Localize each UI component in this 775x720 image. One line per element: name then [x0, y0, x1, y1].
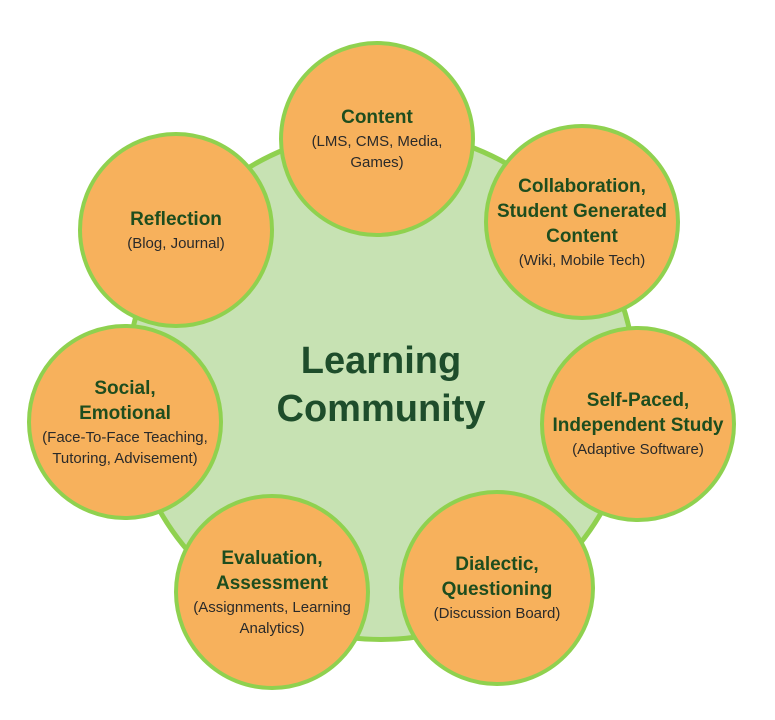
node-title: Reflection	[130, 208, 222, 230]
node-collaboration: Collaboration, Student Generated Content…	[484, 124, 680, 320]
node-title: Self-Paced, Independent Study	[552, 390, 724, 436]
node-self-paced: Self-Paced, Independent Study (Adaptive …	[540, 326, 736, 522]
hub-title: Learning Community	[276, 340, 486, 430]
node-title: Dialectic, Questioning	[441, 554, 553, 600]
node-reflection: Reflection (Blog, Journal)	[78, 132, 274, 328]
node-subtitle: (LMS, CMS, Media, Games)	[311, 133, 443, 171]
node-subtitle: (Blog, Journal)	[127, 234, 225, 252]
node-subtitle: (Discussion Board)	[433, 605, 561, 622]
node-subtitle: (Face-To-Face Teaching, Tutoring, Advise…	[42, 428, 208, 467]
node-subtitle: (Wiki, Mobile Tech)	[518, 251, 646, 269]
node-title: Social, Emotional	[79, 377, 171, 424]
node-social: Social, Emotional (Face-To-Face Teaching…	[27, 324, 223, 520]
node-title: Collaboration, Student Generated Content	[497, 175, 667, 247]
node-title: Content	[341, 107, 413, 128]
node-dialectic: Dialectic, Questioning (Discussion Board…	[399, 490, 595, 686]
node-title: Evaluation, Assessment	[216, 547, 328, 594]
node-content: Content (LMS, CMS, Media, Games)	[279, 41, 475, 237]
node-evaluation: Evaluation, Assessment (Assignments, Lea…	[174, 494, 370, 690]
node-subtitle: (Assignments, Learning Analytics)	[193, 598, 351, 637]
node-subtitle: (Adaptive Software)	[572, 441, 704, 458]
